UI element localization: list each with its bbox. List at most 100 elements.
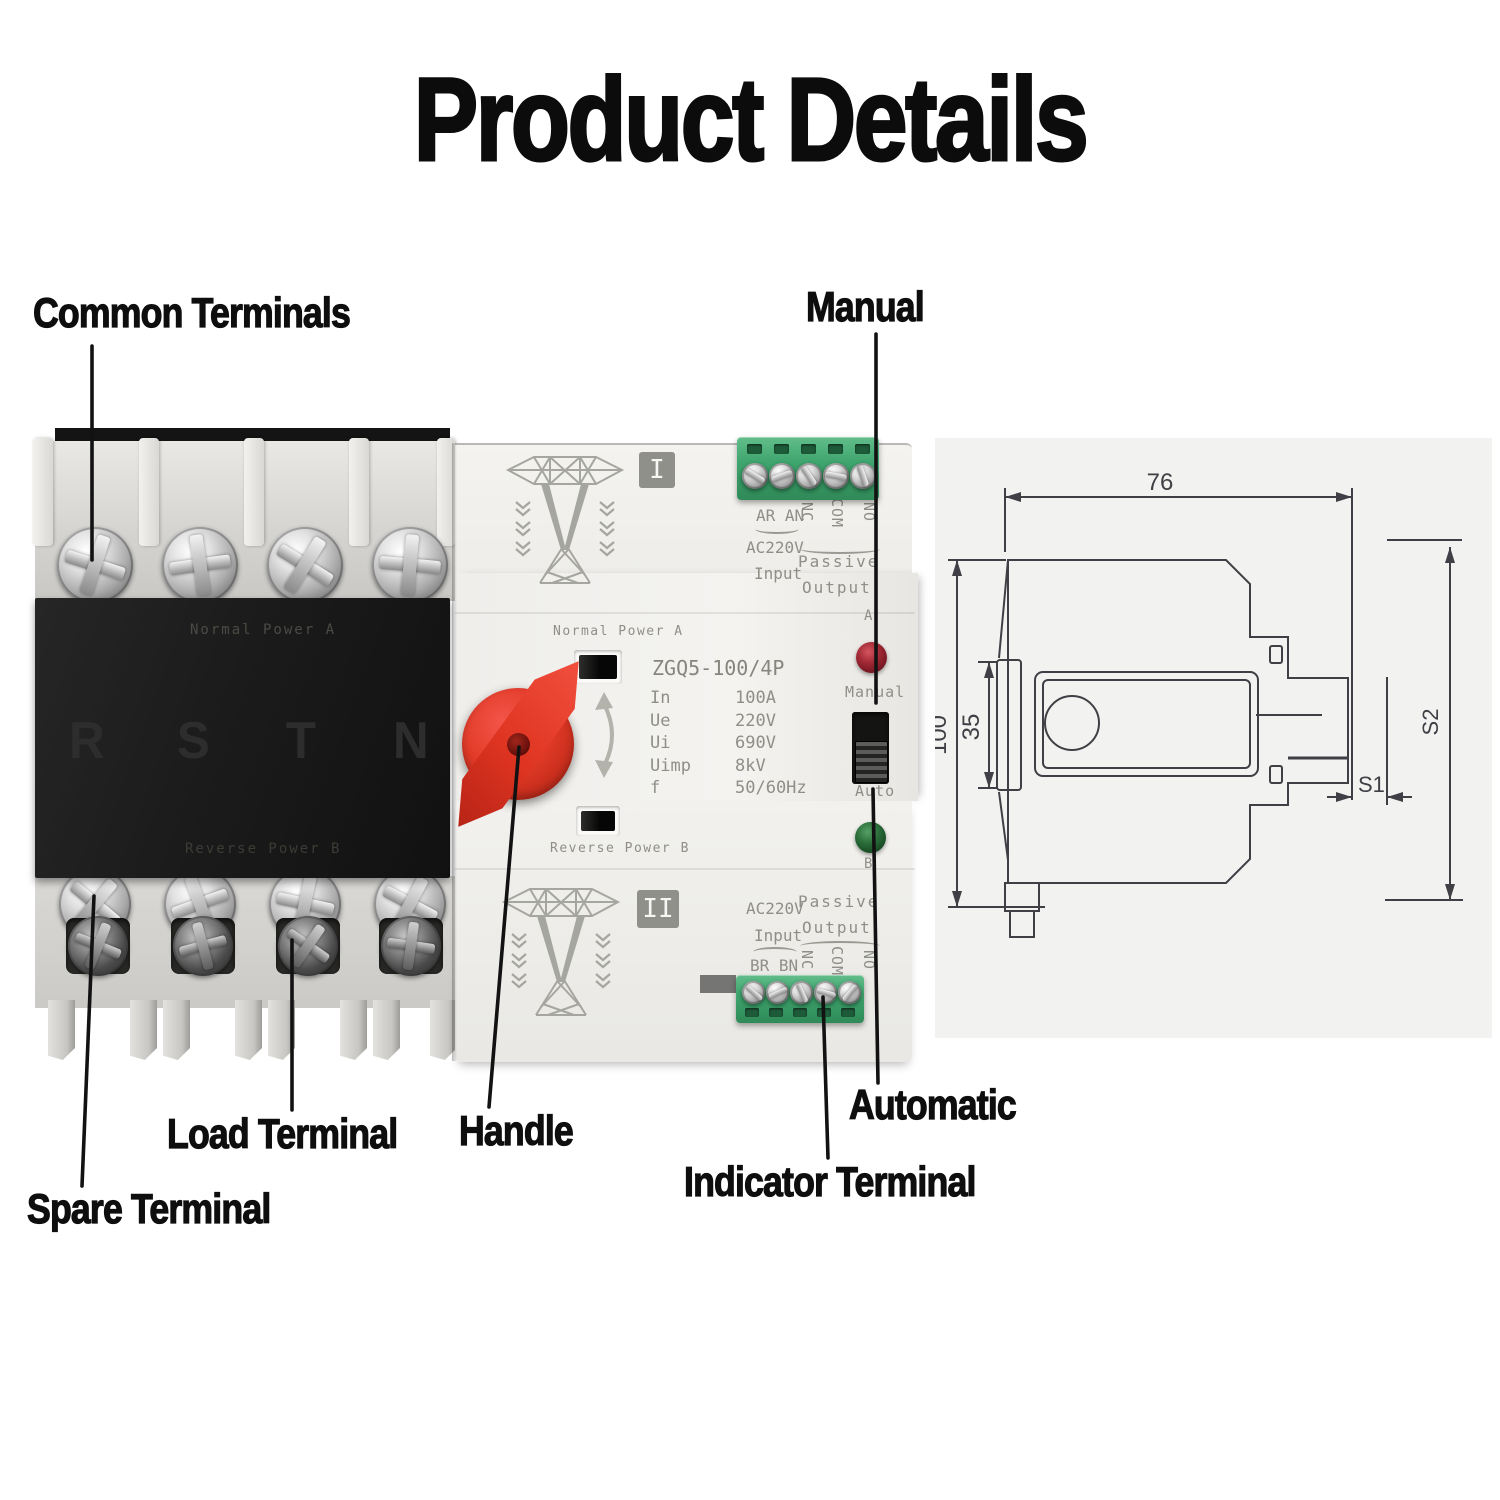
terminal-screw (769, 463, 795, 489)
s2-input-brace (753, 947, 797, 957)
terminal-slot (817, 1008, 831, 1017)
callout-common-terminals: Common Terminals (32, 289, 351, 336)
s2-output-term-nc: NC (798, 950, 816, 971)
page-title: Product Details (412, 53, 1090, 188)
callout-handle: Handle (458, 1107, 574, 1154)
terminal-screw (790, 981, 813, 1004)
terminal-screw (796, 463, 822, 489)
s1-output-term-no: NO (860, 502, 878, 523)
spec-value: 690V (735, 733, 776, 753)
dim-rail-label: 35 (958, 714, 985, 741)
spec-value: 220V (735, 711, 776, 731)
terminal-slot (769, 1008, 783, 1017)
spec-value: 50/60Hz (735, 778, 807, 798)
spec-label: Ui (650, 733, 671, 753)
auto-led-green (855, 822, 886, 853)
phase-letter-t: T (285, 712, 316, 770)
indicator-terminal-bottom (736, 975, 864, 1023)
divider-tab (244, 438, 264, 546)
callout-indicator-terminal: Indicator Terminal (683, 1158, 976, 1205)
s2-input-line2: Input (754, 926, 803, 945)
terminal-screw (814, 981, 837, 1004)
terminal-slot (801, 444, 816, 454)
section1-badge: I (639, 452, 675, 488)
terminal-shadow (700, 975, 736, 993)
terminal-slot (828, 444, 843, 454)
switch-direction-arrow-icon (595, 692, 614, 778)
mount-prong (373, 1000, 400, 1060)
s1-output-line2: Output (802, 578, 872, 597)
mount-prong (268, 1000, 295, 1060)
power-tower-icon (506, 455, 624, 585)
terminal-slot (855, 444, 870, 454)
dim-s1-label: S1 (1358, 772, 1385, 797)
indicator-window-b (576, 806, 620, 836)
mount-prong (48, 1000, 75, 1060)
terminal-slot (793, 1008, 807, 1017)
panel-normal-power: Normal Power A (553, 624, 684, 639)
led-a-label: A (864, 608, 873, 624)
s1-output-brace (800, 544, 880, 554)
s2-output-line2: Output (802, 918, 872, 937)
module-seam (455, 868, 915, 870)
s2-output-brace (800, 941, 880, 951)
s1-input-line2: Input (754, 564, 803, 583)
s1-input-line1: AC220V (746, 538, 804, 557)
mount-prong (163, 1000, 190, 1060)
divider-tab (33, 438, 53, 546)
indicator-window-a (574, 650, 622, 684)
spec-row: Uimp 8kV (650, 756, 810, 776)
common-terminal-screw (372, 527, 448, 603)
s2-input-terms: BR BN (750, 956, 799, 975)
mount-prong (130, 1000, 157, 1060)
terminal-screw (766, 981, 789, 1004)
spec-label: f (650, 778, 661, 798)
led-b-label: B (864, 856, 873, 872)
callout-manual: Manual (805, 283, 925, 330)
dimension-drawing-panel: 76 100 35 S1 S2 (925, 438, 1492, 1038)
divider-tab (349, 438, 369, 546)
terminal-slot (747, 444, 762, 454)
spare-terminal-screw (278, 916, 338, 976)
manual-auto-slider (852, 712, 889, 784)
divider-tab (139, 438, 159, 546)
spec-row: Ue 220V (650, 711, 810, 731)
terminal-slot (774, 444, 789, 454)
auto-label: Auto (855, 782, 896, 800)
panel-reverse-power: Reverse Power B (550, 841, 690, 856)
power-tower-icon (502, 887, 620, 1017)
terminal-slot (841, 1008, 855, 1017)
phase-letter-s: S (176, 712, 210, 770)
phase-cover: Normal Power A R S T N Reverse Power B (35, 598, 450, 878)
terminal-screw (850, 463, 876, 489)
s2-output-line1: Passive (798, 892, 880, 911)
slider-knob (855, 741, 888, 783)
cover-normal-power-label: Normal Power A (190, 622, 337, 638)
phase-letter-r: R (68, 712, 105, 770)
dim-height-label: 100 (935, 715, 952, 755)
common-terminal-screw (267, 527, 343, 603)
section2-badge: II (637, 890, 679, 928)
s2-output-term-no: NO (860, 950, 878, 971)
callout-load-terminal: Load Terminal (166, 1110, 398, 1157)
spare-terminal-screw (381, 916, 441, 976)
spec-label: Uimp (650, 756, 691, 776)
manual-label: Manual (845, 683, 906, 701)
spec-label: Ue (650, 711, 671, 731)
s2-output-term-com: COM (828, 946, 846, 977)
divider-tab (437, 438, 455, 546)
common-terminal-screw (57, 527, 133, 603)
indicator-terminal-top (737, 437, 879, 500)
callout-spare-terminal: Spare Terminal (26, 1185, 271, 1232)
spec-value: 100A (735, 688, 776, 708)
terminal-slot (745, 1008, 759, 1017)
s2-input-line1: AC220V (746, 899, 804, 918)
dimension-drawing: 76 100 35 S1 S2 (925, 469, 1463, 938)
manual-led-red (856, 642, 887, 673)
terminal-screw (742, 463, 768, 489)
s1-input-terms: AR AN (756, 506, 805, 525)
s1-input-brace (755, 524, 799, 534)
spec-row: Ui 690V (650, 733, 810, 753)
mount-prong (235, 1000, 262, 1060)
terminal-screw (742, 981, 765, 1004)
